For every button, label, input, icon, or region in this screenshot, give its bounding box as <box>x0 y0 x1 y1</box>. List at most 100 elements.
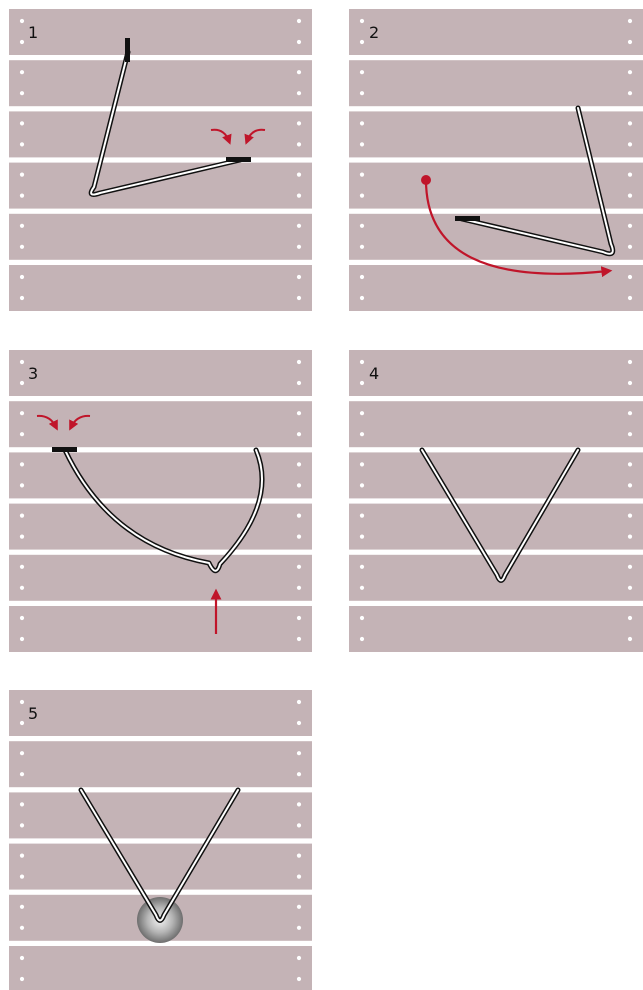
peg-hole <box>628 173 632 177</box>
peg-hole <box>20 977 24 981</box>
peg-hole <box>297 535 301 539</box>
peg-hole <box>20 926 24 930</box>
peg-hole <box>297 823 301 827</box>
peg-hole <box>628 411 632 415</box>
peg-hole <box>20 224 24 228</box>
peg-hole <box>20 905 24 909</box>
board-strip <box>349 111 643 157</box>
board-strip <box>9 163 312 209</box>
clamp <box>52 447 77 452</box>
clamp <box>226 157 251 162</box>
peg-hole <box>360 381 364 385</box>
peg-hole <box>297 142 301 146</box>
peg-hole <box>360 275 364 279</box>
board-strip <box>349 401 643 447</box>
peg-hole <box>360 432 364 436</box>
peg-hole <box>20 586 24 590</box>
step-3-number: 3 <box>28 364 38 383</box>
peg-hole <box>297 854 301 858</box>
peg-hole <box>20 91 24 95</box>
peg-hole <box>360 224 364 228</box>
peg-hole <box>628 91 632 95</box>
board-strip <box>9 844 312 890</box>
board-strip <box>9 60 312 106</box>
peg-hole <box>297 905 301 909</box>
peg-hole <box>297 802 301 806</box>
peg-hole <box>628 565 632 569</box>
peg-hole <box>360 173 364 177</box>
peg-hole <box>360 121 364 125</box>
peg-hole <box>297 245 301 249</box>
peg-hole <box>360 483 364 487</box>
clamp <box>125 38 130 62</box>
peg-hole <box>360 586 364 590</box>
peg-hole <box>360 70 364 74</box>
peg-hole <box>20 173 24 177</box>
peg-hole <box>20 70 24 74</box>
board-strip <box>349 504 643 550</box>
peg-hole <box>360 360 364 364</box>
peg-hole <box>20 411 24 415</box>
board-strip <box>9 555 312 601</box>
peg-hole <box>297 565 301 569</box>
peg-hole <box>360 535 364 539</box>
peg-hole <box>20 854 24 858</box>
peg-hole <box>628 194 632 198</box>
peg-hole <box>297 772 301 776</box>
board-strip <box>349 350 643 396</box>
peg-hole <box>20 462 24 466</box>
board-strip <box>349 9 643 55</box>
board-strip <box>349 452 643 498</box>
board-panel-3 <box>9 350 312 652</box>
peg-hole <box>297 360 301 364</box>
peg-hole <box>297 977 301 981</box>
peg-hole <box>297 194 301 198</box>
peg-hole <box>297 616 301 620</box>
peg-hole <box>628 296 632 300</box>
peg-hole <box>360 616 364 620</box>
peg-hole <box>297 70 301 74</box>
peg-hole <box>297 875 301 879</box>
peg-hole <box>297 432 301 436</box>
peg-hole <box>20 483 24 487</box>
board-strip <box>9 350 312 396</box>
peg-hole <box>360 637 364 641</box>
peg-hole <box>297 721 301 725</box>
peg-hole <box>360 40 364 44</box>
peg-hole <box>360 245 364 249</box>
peg-hole <box>20 142 24 146</box>
step-5-number: 5 <box>28 704 38 723</box>
peg-hole <box>20 40 24 44</box>
peg-hole <box>20 275 24 279</box>
peg-hole <box>20 296 24 300</box>
peg-hole <box>297 483 301 487</box>
board-strip <box>9 214 312 260</box>
board-strip <box>9 9 312 55</box>
board-strip <box>9 946 312 990</box>
peg-hole <box>297 411 301 415</box>
peg-hole <box>20 751 24 755</box>
peg-hole <box>628 142 632 146</box>
peg-hole <box>297 381 301 385</box>
board-panel-4 <box>349 350 643 652</box>
peg-hole <box>20 637 24 641</box>
peg-hole <box>628 616 632 620</box>
peg-hole <box>628 275 632 279</box>
peg-hole <box>297 224 301 228</box>
peg-hole <box>20 381 24 385</box>
peg-hole <box>20 245 24 249</box>
clamp <box>455 216 480 221</box>
peg-hole <box>628 224 632 228</box>
peg-hole <box>20 700 24 704</box>
peg-hole <box>20 875 24 879</box>
peg-hole <box>360 565 364 569</box>
peg-hole <box>628 40 632 44</box>
board-strip <box>349 60 643 106</box>
peg-hole <box>297 637 301 641</box>
peg-hole <box>628 121 632 125</box>
peg-hole <box>360 411 364 415</box>
peg-hole <box>297 751 301 755</box>
peg-hole <box>20 802 24 806</box>
peg-hole <box>628 637 632 641</box>
peg-hole <box>628 483 632 487</box>
